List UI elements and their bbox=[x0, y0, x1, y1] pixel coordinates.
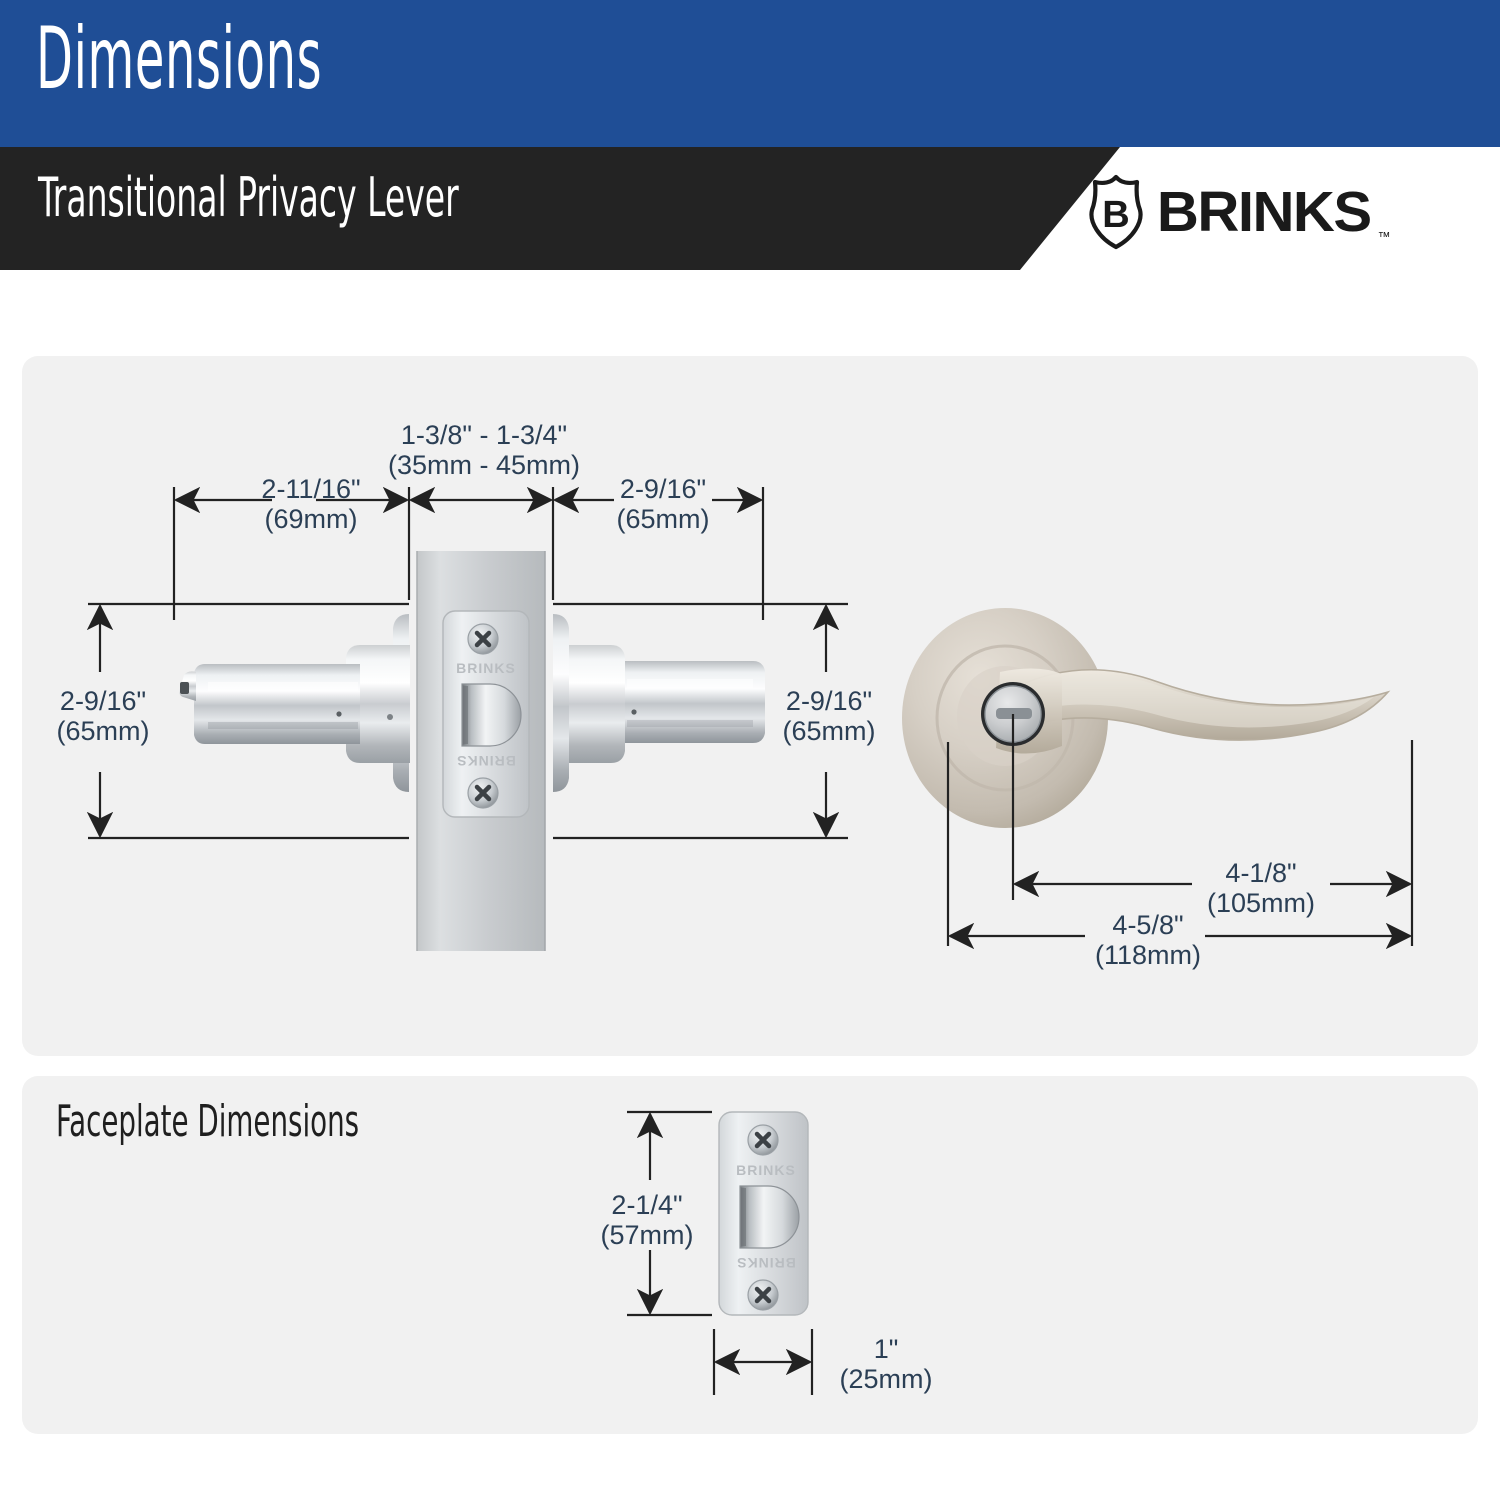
header-black-band-wrap: Transitional Privacy Lever bbox=[0, 147, 1500, 270]
brinks-shield-icon: B bbox=[1089, 174, 1143, 250]
page-title: Dimensions bbox=[36, 9, 323, 109]
main-dimensions-panel bbox=[22, 356, 1478, 1056]
dim-label-rose-projection-right: 2-9/16" (65mm) bbox=[616, 474, 710, 535]
dim-label-rose-diameter-left: 2-9/16" (65mm) bbox=[56, 686, 150, 747]
shield-letter: B bbox=[1102, 194, 1129, 236]
dim-label-lever-overall: 4-5/8" (118mm) bbox=[1094, 910, 1201, 971]
dim-label-door-thickness: 1-3/8" - 1-3/4" (35mm - 45mm) bbox=[387, 420, 580, 481]
dim-label-rose-diameter-right: 2-9/16" (65mm) bbox=[782, 686, 876, 747]
trademark-symbol: ™ bbox=[1377, 229, 1391, 244]
faceplate-section-title: Faceplate Dimensions bbox=[56, 1096, 360, 1147]
brinks-wordmark: BRINKS bbox=[1156, 179, 1372, 244]
dim-label-faceplate-width: 1" (25mm) bbox=[839, 1334, 933, 1395]
dim-label-backset: 2-11/16" (69mm) bbox=[261, 474, 361, 535]
header-black-band: Transitional Privacy Lever bbox=[0, 147, 1120, 270]
dim-label-faceplate-height: 2-1/4" (57mm) bbox=[600, 1190, 694, 1251]
dim-label-lever-reach: 4-1/8" (105mm) bbox=[1206, 858, 1315, 919]
product-subtitle: Transitional Privacy Lever bbox=[38, 166, 459, 229]
brinks-logo: B BRINKS ™ bbox=[1085, 174, 1391, 250]
header-blue-band: Dimensions bbox=[0, 0, 1500, 147]
